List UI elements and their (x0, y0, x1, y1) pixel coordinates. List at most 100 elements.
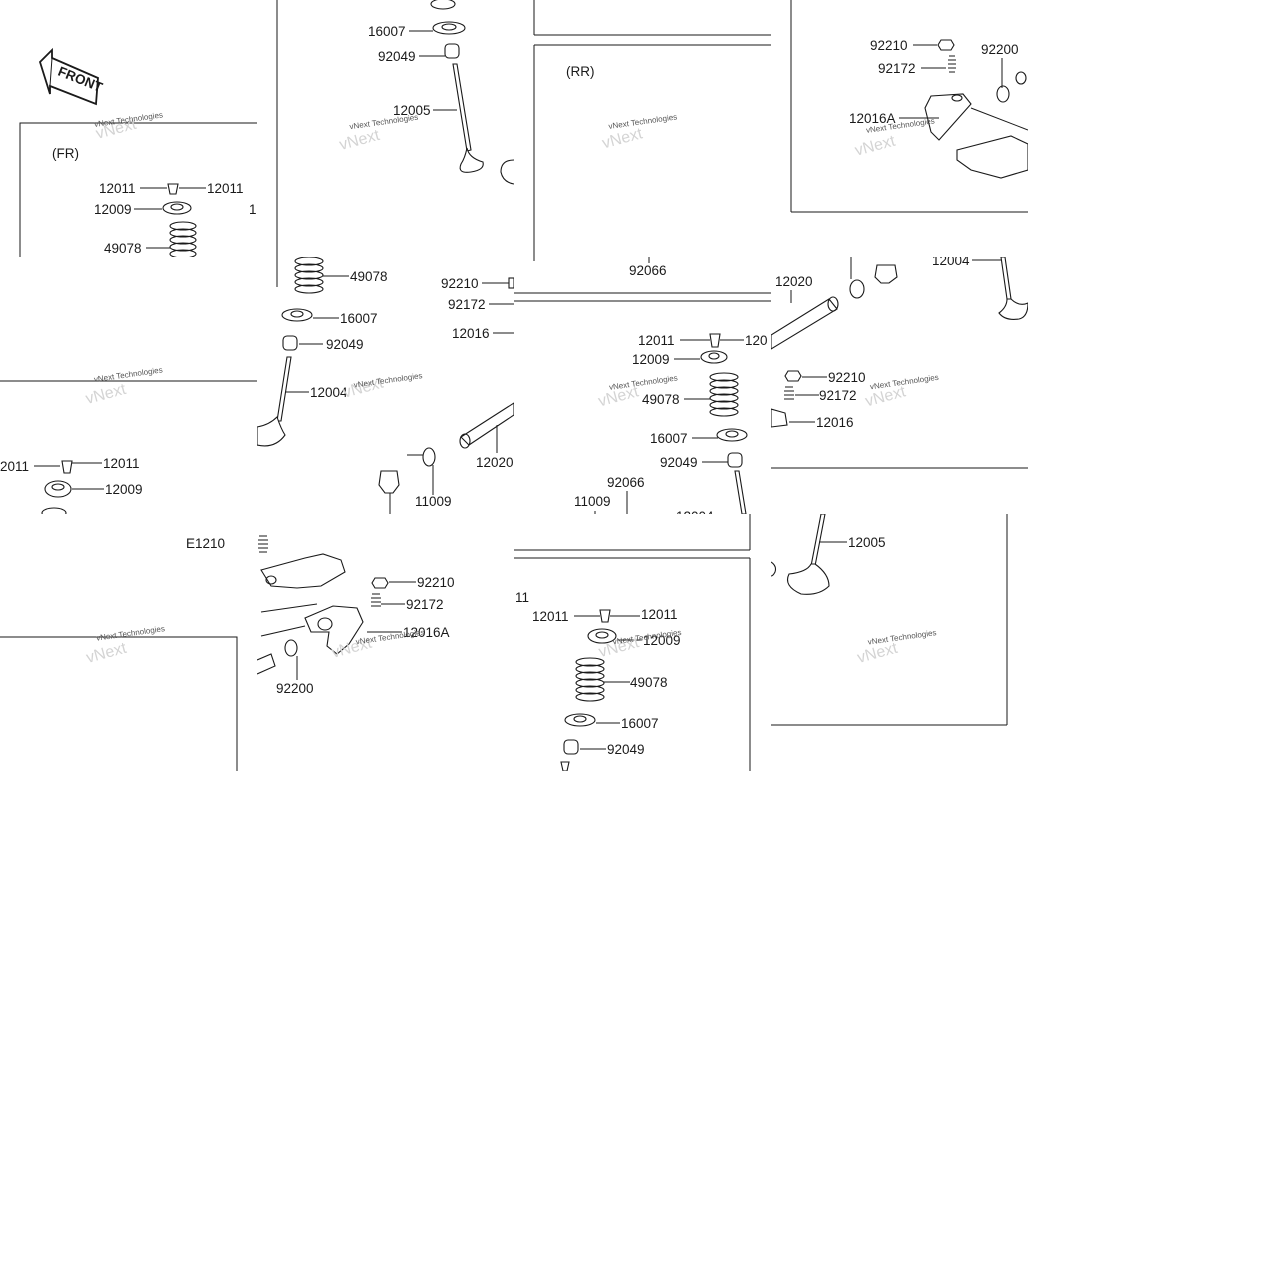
rocker-arm (260, 553, 346, 589)
label-92049: 92049 (660, 455, 698, 470)
collet-12011 (167, 183, 179, 195)
valve-12004 (257, 356, 292, 447)
adjust-screw (258, 535, 268, 553)
svg-text:vNext Technologies: vNext Technologies (608, 112, 678, 131)
svg-text:vNext: vNext (338, 127, 382, 154)
label-49078: 49078 (350, 269, 388, 284)
label-fragment-120: 120 (745, 333, 768, 348)
spring-49078 (709, 372, 739, 417)
diagram-tile-front-collet: 2011 E1210 vNext vNext Technologies (0, 514, 257, 771)
retainer-12009 (587, 628, 617, 644)
subassembly-tag-fr: (FR) (52, 146, 79, 161)
nut-92210 (371, 577, 389, 589)
diagram-tile-rear-exhaust-valve: 12005 vNext vNext Technologies (771, 514, 1028, 771)
watermark: vNext vNext Technologies (338, 113, 419, 154)
plug (874, 264, 898, 284)
label-12016A: 12016A (403, 625, 450, 640)
diagram-tile-blank-a: vNext vNext Technologies (0, 257, 257, 514)
adjust-screw-92172 (948, 55, 956, 73)
pushrod-12020 (459, 402, 514, 449)
watermark: vNext vNext Technologies (341, 371, 423, 401)
watermark: vNext vNext Technologies (855, 628, 937, 667)
diagram-tile-rear-frame: (RR) vNext vNext Technologies (514, 0, 771, 257)
diagram-tile-front-collet-upper: 2011 12011 12009 (0, 435, 257, 514)
oring-11009 (422, 447, 436, 467)
washer-92200 (284, 639, 298, 657)
rocker-arm-12016A (260, 603, 364, 655)
detail-frame (0, 636, 238, 771)
diagram-tile-intake-valve: 49078 16007 92049 12004 92210 92172 (257, 257, 514, 514)
label-92172: 92172 (406, 597, 444, 612)
label-92172: 92172 (819, 388, 857, 403)
collet-12011 (709, 333, 721, 348)
valve-12005 (786, 514, 830, 595)
label-12009: 12009 (94, 202, 132, 217)
label-92066: 92066 (629, 263, 667, 278)
watermark: vNext vNext Technologies (600, 112, 677, 152)
label-12016: 12016 (452, 326, 490, 341)
label-12011-a: 12011 (532, 609, 569, 624)
retainer-12009 (44, 480, 72, 498)
watermark: vNext vNext Technologies (84, 624, 165, 667)
label-12004: 12004 (310, 385, 348, 400)
label-12009: 12009 (105, 482, 143, 497)
label-fragment-11: 11 (515, 590, 529, 605)
spring-49078 (294, 257, 324, 294)
label-92200: 92200 (981, 42, 1019, 57)
label-12009: 12009 (643, 633, 681, 648)
label-11009: 11009 (415, 494, 452, 509)
subassembly-tag-rr: (RR) (566, 64, 595, 79)
label-92172: 92172 (878, 61, 916, 76)
svg-text:vNext Technologies: vNext Technologies (867, 628, 937, 647)
svg-text:vNext Technologies: vNext Technologies (355, 628, 425, 647)
valve-seal-92049 (282, 335, 298, 351)
valve-seal-92049 (727, 452, 743, 468)
svg-text:vNext Technologies: vNext Technologies (349, 113, 419, 132)
figure-code: E1210 (186, 536, 225, 551)
label-92210: 92210 (441, 276, 479, 291)
washer-92200 (996, 85, 1010, 103)
label-92210: 92210 (870, 38, 908, 53)
valve-12004 (998, 257, 1028, 320)
svg-text:vNext: vNext (84, 640, 128, 667)
label-12011-a: 12011 (99, 181, 136, 196)
rocker-arm-12016A (924, 71, 1028, 179)
label-12016: 12016 (816, 415, 854, 430)
label-92210: 92210 (828, 370, 866, 385)
label-12020: 12020 (476, 455, 514, 470)
spring-49078 (169, 221, 197, 257)
detail-frame (19, 122, 257, 257)
label-12011: 12011 (638, 333, 675, 348)
diagram-tile-rear-valve-train: 92066 12011 120 12009 (514, 257, 771, 514)
label-12005: 12005 (393, 103, 431, 118)
label-49078: 49078 (630, 675, 668, 690)
svg-text:vNext: vNext (853, 133, 897, 160)
label-92066-lower: 92066 (607, 475, 645, 490)
label-fragment-2011: 2011 (0, 459, 29, 474)
oring-11009 (849, 279, 865, 299)
diagram-tile-front-rocker: 92210 92172 12016A 92200 vNext vNext Tec… (257, 514, 514, 771)
label-12009: 12009 (632, 352, 670, 367)
nut-92210 (508, 277, 514, 289)
adjust-screw-92172 (371, 593, 381, 607)
valve-seal-92049 (563, 739, 579, 755)
label-49078: 49078 (104, 241, 142, 256)
valve-12005 (452, 63, 484, 173)
front-arrow: FRONT (38, 47, 105, 106)
label-12016A: 12016A (849, 111, 896, 126)
rocker-arm-12016 (771, 408, 788, 428)
plug (378, 470, 400, 514)
label-92200: 92200 (276, 681, 314, 696)
collet-12011 (61, 460, 73, 474)
label-12020: 12020 (775, 274, 813, 289)
label-16007: 16007 (650, 431, 688, 446)
retainer-12009 (162, 201, 192, 215)
label-92049: 92049 (607, 742, 645, 757)
adjust-screw-92172 (784, 386, 794, 400)
svg-text:vNext: vNext (600, 125, 644, 152)
label-16007: 16007 (340, 311, 378, 326)
label-92210: 92210 (417, 575, 455, 590)
diagram-tile-rocker-arm: 92210 92172 92200 12016A vNext vNext Tec… (771, 0, 1028, 257)
spring-seat-16007 (432, 21, 466, 35)
diagram-tile-front-retainer: FRONT (FR) 12011 12011 12009 1 (0, 0, 257, 257)
